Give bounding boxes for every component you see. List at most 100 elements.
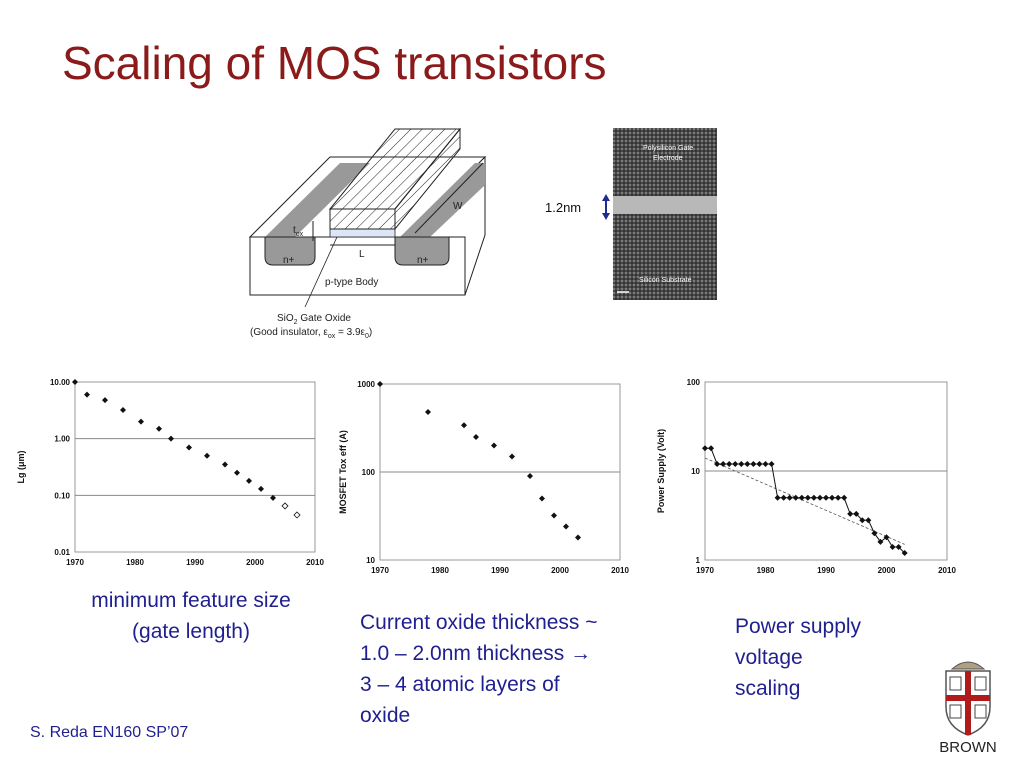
data-point: [744, 460, 751, 467]
data-point: [853, 510, 860, 517]
label-tox: tox: [293, 225, 304, 238]
data-point: [738, 460, 745, 467]
x-tick-label: 1970: [696, 566, 714, 575]
x-tick-label: 1980: [757, 566, 775, 575]
data-point: [726, 460, 733, 467]
data-point: [575, 534, 581, 541]
data-point: [281, 502, 289, 510]
caption-line: Power supply: [735, 615, 862, 638]
y-tick-label: 100: [687, 378, 701, 387]
data-point: [889, 543, 896, 550]
trend-line: [704, 457, 905, 545]
w-arrow: [414, 162, 484, 234]
data-point: [186, 444, 192, 451]
x-tick-label: 2010: [938, 566, 956, 575]
source-region: [265, 163, 370, 237]
label-w: W: [453, 201, 463, 212]
data-point: [859, 517, 866, 524]
x-tick-label: 2010: [611, 566, 629, 575]
label-substrate: Silicon Substrate: [639, 277, 692, 284]
data-point: [835, 494, 842, 501]
data-point: [871, 530, 878, 537]
data-point: [246, 477, 252, 484]
data-point: [204, 452, 210, 459]
x-tick-label: 2000: [246, 558, 264, 567]
drain-region: [400, 163, 485, 237]
oxide-layer: [613, 196, 717, 214]
series-line: [705, 447, 905, 554]
data-point: [720, 460, 727, 467]
data-point: [750, 460, 757, 467]
substrate-region: [613, 214, 717, 300]
arrow-down-icon: [602, 213, 610, 220]
label-body: p-type Body: [325, 277, 378, 288]
data-point: [539, 495, 545, 502]
y-tick-label: 10: [366, 556, 375, 565]
data-point: [270, 494, 276, 501]
data-point: [714, 460, 721, 467]
thickness-label: 1.2nm: [545, 200, 581, 215]
y-tick-label: 1000: [357, 380, 375, 389]
data-point: [377, 381, 383, 387]
x-tick-label: 2000: [878, 566, 896, 575]
data-point: [102, 397, 108, 404]
data-point: [877, 538, 884, 545]
label-oxide-2: (Good insulator, εox = 3.9ε0): [250, 327, 372, 340]
y-axis-label: MOSFET Tox eff (A): [338, 430, 348, 514]
gate-side: [394, 127, 461, 231]
caption-line: scaling: [735, 677, 801, 700]
data-point: [883, 534, 890, 541]
y-tick-label: 100: [362, 468, 376, 477]
data-point: [829, 494, 836, 501]
thickness-marker: 1.2nm: [545, 194, 610, 220]
y-tick-label: 0.01: [54, 548, 70, 557]
x-tick-label: 1980: [126, 558, 144, 567]
caption-power-supply: Power supply voltage scaling: [735, 611, 915, 704]
data-point: [786, 494, 793, 501]
data-point: [72, 379, 78, 385]
data-point: [527, 473, 533, 480]
logo-text: BROWN: [939, 739, 997, 755]
data-point: [762, 460, 769, 467]
x-tick-label: 1990: [186, 558, 204, 567]
data-point: [551, 512, 557, 519]
x-tick-label: 1990: [491, 566, 509, 575]
gate-front: [329, 208, 396, 230]
y-tick-label: 1: [696, 556, 701, 565]
data-point: [774, 494, 781, 501]
data-point: [491, 442, 497, 449]
x-tick-label: 1990: [817, 566, 835, 575]
data-point: [222, 461, 228, 468]
oxide-pointer: [304, 236, 338, 308]
caption-line: voltage: [735, 646, 803, 669]
plot-area: [74, 381, 316, 553]
tem-micrograph: Polysilicon Gate Electrode Silicon Subst…: [613, 128, 717, 300]
data-point: [865, 517, 872, 524]
label-gate-2: Electrode: [653, 155, 683, 162]
gate-oxide: [329, 228, 396, 238]
crest-sun-icon: [950, 661, 986, 670]
y-tick-label: 10: [691, 467, 700, 476]
caption-gate-length: minimum feature size (gate length): [62, 585, 320, 647]
data-point: [792, 494, 799, 501]
gate-electrode-region: [613, 128, 717, 196]
data-point: [895, 543, 902, 550]
x-tick-label: 1970: [66, 558, 84, 567]
arrow-up-icon: [602, 194, 610, 201]
data-point: [473, 433, 479, 440]
slide-title: Scaling of MOS transistors: [62, 37, 607, 89]
y-tick-label: 0.10: [54, 491, 70, 500]
data-point: [156, 425, 162, 432]
data-point: [841, 494, 848, 501]
data-point: [768, 460, 775, 467]
data-point: [425, 409, 431, 416]
data-point: [756, 460, 763, 467]
slide-footer: S. Reda EN160 SP’07: [30, 724, 189, 741]
data-point: [461, 422, 467, 429]
caption-line: 1.0 – 2.0nm thickness →: [360, 642, 592, 665]
data-point: [780, 494, 787, 501]
caption-line: minimum feature size: [91, 589, 291, 612]
